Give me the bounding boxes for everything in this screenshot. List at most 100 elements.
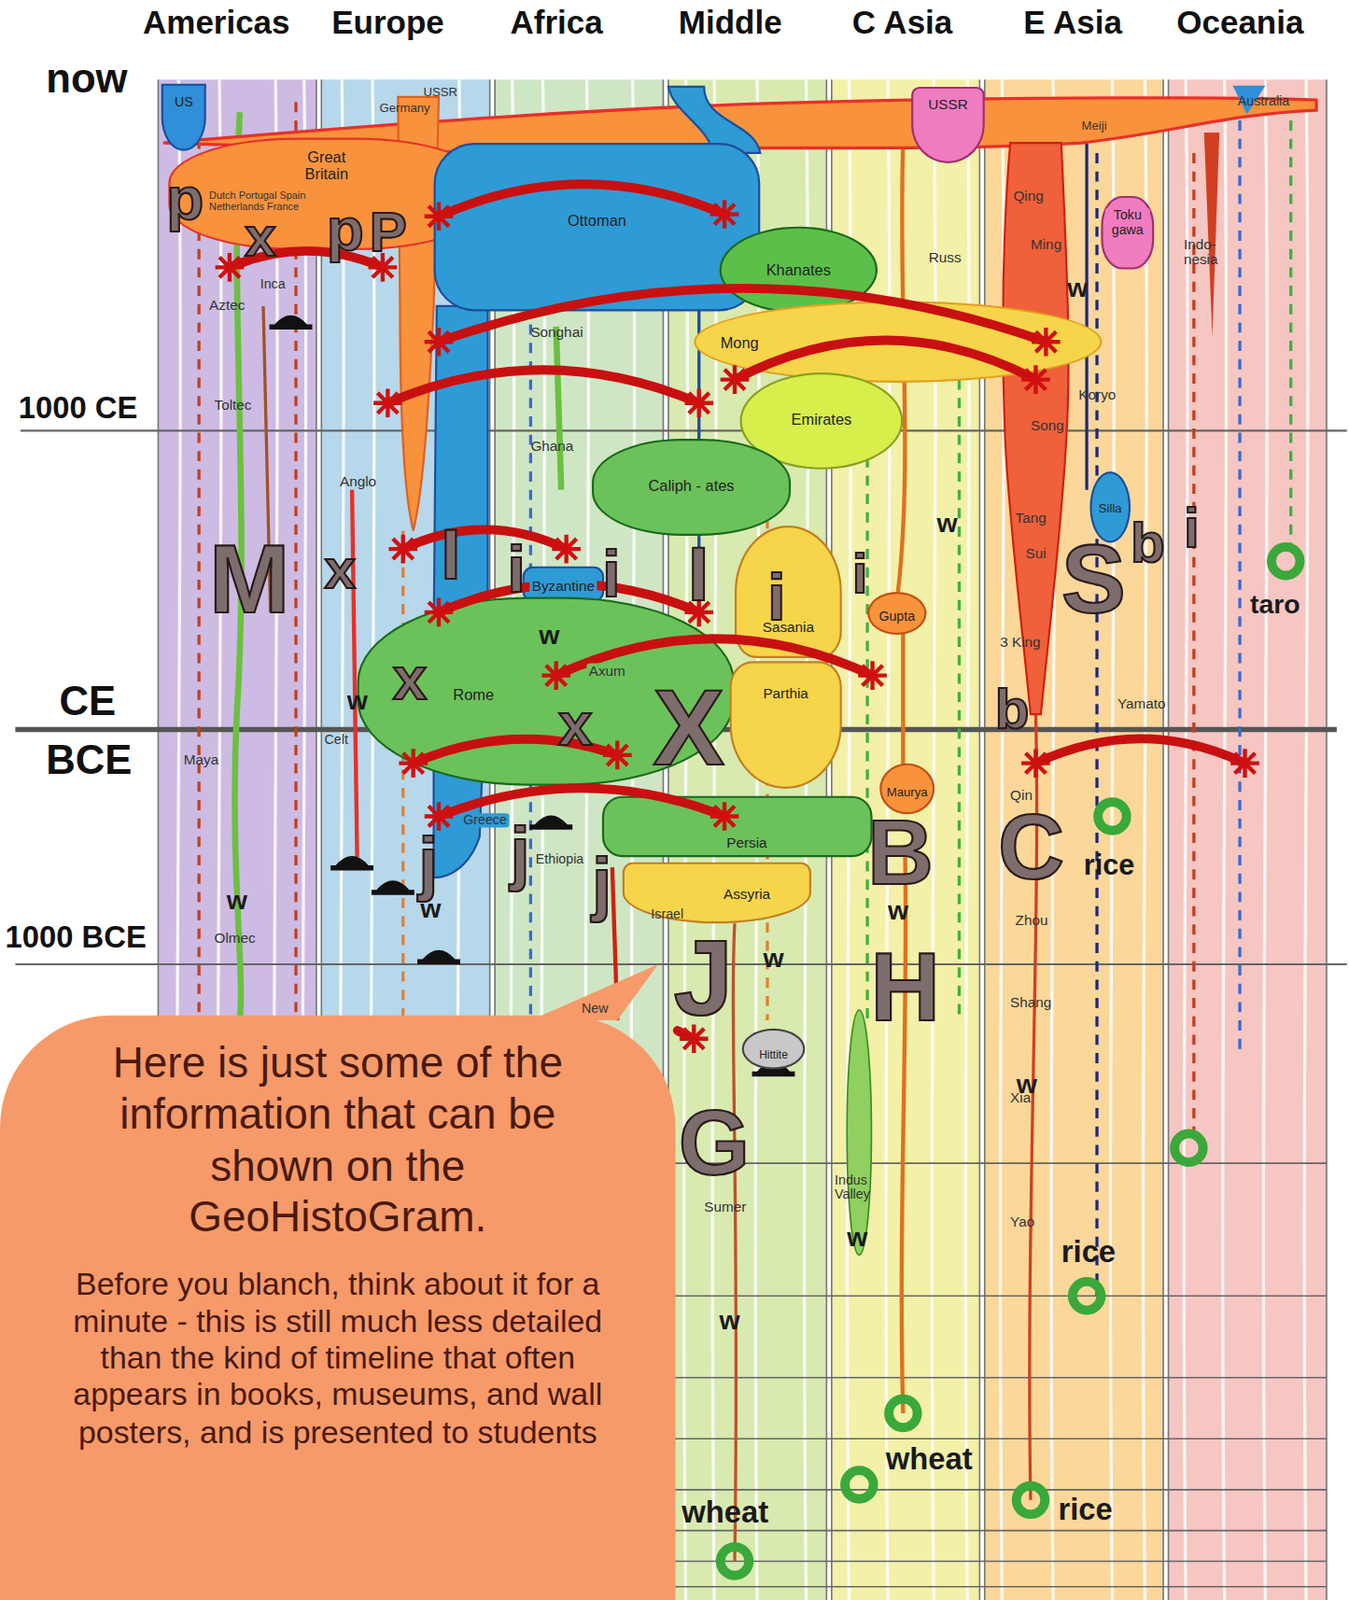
crop-label: rice <box>1057 1491 1112 1526</box>
place-name: Greece <box>461 813 509 829</box>
writing-marker: w <box>420 894 441 924</box>
place-name: Yamato <box>1117 696 1167 713</box>
writing-marker: w <box>226 885 248 915</box>
event-letter: X <box>653 673 726 781</box>
region-header: Oceania <box>1176 4 1304 41</box>
region-header: Africa <box>510 4 604 41</box>
place-name: USSR <box>423 85 458 99</box>
place-name: Israel <box>650 907 684 923</box>
crop-label: taro <box>1250 590 1301 619</box>
place-name: Russ <box>928 250 962 267</box>
place-name: Sui <box>1025 546 1047 563</box>
place-name: Olmec <box>214 930 256 947</box>
empire-shape: Sasania <box>734 525 843 659</box>
place-name: Aztec <box>209 297 245 314</box>
empire-name: Ottoman <box>565 210 629 229</box>
place-name: Sumer <box>703 1198 746 1215</box>
region-header: C Asia <box>852 4 954 41</box>
event-letter: b <box>1130 515 1166 572</box>
writing-marker: w <box>1016 1069 1038 1099</box>
place-name: Toltec <box>214 397 253 414</box>
event-letter: x <box>244 209 276 266</box>
place-name: Ethiopia <box>535 852 584 868</box>
empire-shape: Persia <box>602 796 873 858</box>
writing-marker: w <box>936 507 957 537</box>
empire-name: Silla <box>1096 502 1125 517</box>
writing-marker: w <box>719 1306 741 1335</box>
empire-shape: Assyria <box>622 862 812 925</box>
crop-label: wheat <box>681 1494 769 1529</box>
empire-name: Persia <box>724 834 770 852</box>
event-letter: M <box>209 530 291 628</box>
place-name: Inca <box>260 277 286 293</box>
place-name: New <box>581 1001 608 1017</box>
empire-shape: Mong <box>693 300 1102 382</box>
event-letter: S <box>1061 530 1126 628</box>
region-header: E Asia <box>1023 4 1123 41</box>
writing-marker: w <box>846 1222 868 1252</box>
empire-name: Mong <box>718 333 761 352</box>
empire-name: USSR <box>926 96 970 113</box>
place-name: Yao <box>1010 1214 1035 1231</box>
time-label: 1000 BCE <box>4 920 146 955</box>
empire-shape: Parthia <box>730 660 843 789</box>
event-letter: j <box>591 846 612 919</box>
place-name: Maya <box>183 752 219 769</box>
empire-name: Assyria <box>721 885 773 903</box>
empire-name: Rome <box>450 686 496 704</box>
crop-label: rice <box>1061 1235 1116 1269</box>
region-header: Europe <box>331 4 444 41</box>
event-letter: j <box>418 826 438 899</box>
writing-marker: w <box>1067 273 1088 303</box>
empire-name: Parthia <box>760 684 811 702</box>
crop-label: wheat <box>885 1442 973 1476</box>
empire-name: Byzantine <box>530 577 598 595</box>
empire-name: Khanates <box>763 261 833 280</box>
event-letter: i <box>852 546 869 603</box>
callout-bubble: Here is just some of the information tha… <box>0 1015 676 1600</box>
place-name: Meiji <box>1082 119 1108 133</box>
event-letter: x <box>324 540 356 597</box>
empire-shape: Ottoman <box>434 142 761 311</box>
region-header: Americas <box>142 4 291 41</box>
place-name: Germany <box>379 101 431 115</box>
empire-shape: Toku gawa <box>1100 196 1154 270</box>
empire-name: Emirates <box>788 409 854 428</box>
event-letter: b <box>995 681 1030 738</box>
empire-name: Gupta <box>876 609 917 625</box>
event-letter: G <box>678 1096 751 1189</box>
place-name: Shang <box>1010 995 1052 1012</box>
event-letter: p <box>326 198 365 261</box>
empire-shape: Gupta <box>867 591 927 635</box>
time-label: 1000 CE <box>18 391 139 425</box>
empire-name: Maurya <box>885 786 930 801</box>
event-letter: I <box>688 535 710 613</box>
empire-shape: Khanates <box>719 226 878 314</box>
event-letter: x <box>393 647 427 710</box>
callout-body: Before you blanch, think about it for a … <box>52 1265 624 1451</box>
event-letter: J <box>673 923 733 1031</box>
place-name: Ghana <box>530 438 574 455</box>
region-header: Middle <box>678 4 783 41</box>
place-name: Ming <box>1030 237 1062 253</box>
event-letter: I <box>440 518 461 591</box>
empire-shape: US <box>161 84 207 152</box>
place-name: Axum <box>586 663 627 680</box>
event-letter: i <box>602 540 621 607</box>
empire-name: US <box>172 95 196 111</box>
time-label: CE <box>58 678 116 724</box>
empire-name: Great Britain <box>288 148 365 184</box>
place-name: Koryo <box>1078 387 1116 404</box>
writing-marker: w <box>538 620 560 650</box>
time-label: now <box>45 56 127 101</box>
place-name: Celt <box>324 732 349 748</box>
place-name: Tang <box>1015 510 1047 527</box>
place-name: Anglo <box>339 474 377 491</box>
event-letter: C <box>997 800 1065 893</box>
empire-shape: Caliph - ates <box>591 438 791 536</box>
empire-name: Toku gawa <box>1105 208 1151 239</box>
event-letter: P <box>369 204 408 261</box>
writing-marker: w <box>763 943 785 973</box>
